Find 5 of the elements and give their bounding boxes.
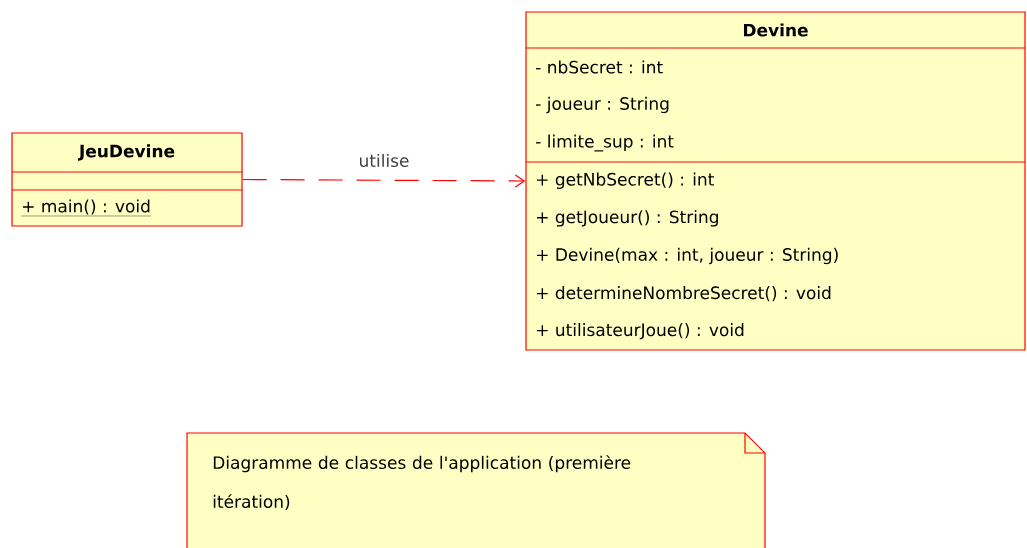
class-box: Devine - nbSecret : int - joueur : String - limite_sup : int + getNbSecret() : int + getJoueur() : String + Devine(max : int, joueur : String) + determineNombreSecret() : void + utilisateurJoue() : void bbox=[525, 11, 1026, 351]
note-box: Diagramme de classes de l'application (première itération) bbox=[186, 432, 766, 548]
class-box: JeuDevine + main() : void bbox=[11, 132, 243, 227]
dependency-arrow bbox=[242, 174, 526, 188]
edge-label: utilise bbox=[360, 153, 409, 168]
